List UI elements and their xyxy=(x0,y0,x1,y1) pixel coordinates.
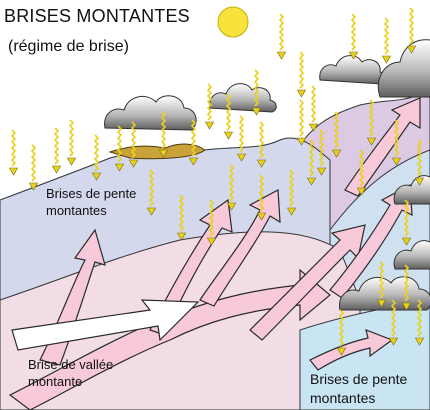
lower-right-arrow xyxy=(309,329,394,371)
diagram-title: BRISES MONTANTES xyxy=(4,6,190,26)
center2-upslope-arrow xyxy=(199,189,281,307)
cloud-icon xyxy=(377,39,430,98)
sunray-icon xyxy=(308,85,319,132)
sunray-icon xyxy=(8,129,19,176)
sunray-icon xyxy=(28,144,39,191)
cloud-icon xyxy=(209,83,277,113)
label-slope-breeze-upper: Brises de pente montantes xyxy=(46,186,137,218)
diagram-subtitle: (régime de brise) xyxy=(8,38,129,55)
sunray-icon xyxy=(51,127,62,174)
sunray-icon xyxy=(296,51,307,98)
label-slope-breeze-lower: Brises de pente montantes xyxy=(310,371,408,406)
sunray-icon xyxy=(381,17,392,64)
sunray-icon xyxy=(276,13,287,60)
cloud-icon xyxy=(319,55,387,85)
valley-breeze-white-arrow xyxy=(11,299,200,351)
sun-icon xyxy=(217,6,249,38)
right-upslope-arrow xyxy=(249,224,366,341)
valley-breeze-arrow xyxy=(8,268,331,410)
label-valley-breeze: Brise de vallée montante xyxy=(28,357,114,389)
sunray-icon xyxy=(236,115,247,162)
sunray-icon xyxy=(296,99,307,146)
cloud-icon xyxy=(104,95,197,131)
sunray-icon xyxy=(406,7,417,54)
cloud-icon xyxy=(393,240,430,270)
sunray-icon xyxy=(348,13,359,60)
lake xyxy=(299,299,430,410)
sunray-icon xyxy=(91,134,102,181)
sunray-icon xyxy=(256,121,267,168)
top-right-arrow xyxy=(344,97,421,197)
sunray-icon xyxy=(66,119,77,166)
